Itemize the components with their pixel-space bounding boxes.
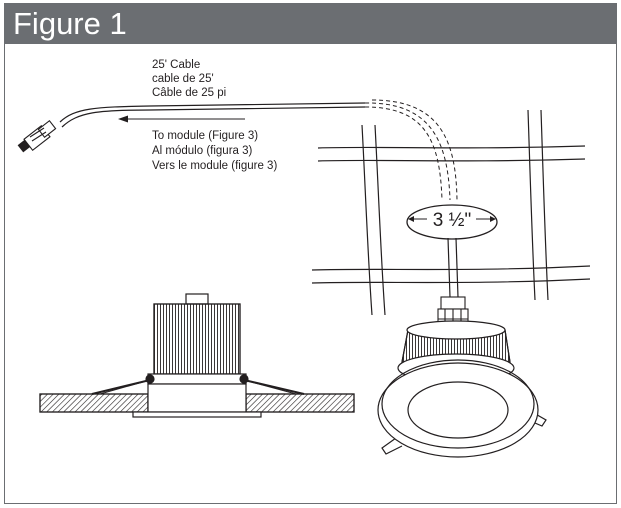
arrow-left-icon [118, 115, 245, 123]
fixture-side-view [39, 293, 355, 418]
figure-title: Figure 1 [13, 6, 127, 41]
cable-connector-icon [17, 119, 57, 153]
module-label-fr: Vers le module (figure 3) [152, 160, 277, 172]
cable-label-es: cable de 25' [152, 73, 214, 85]
cutout-dimension-label: 3 ½" [433, 210, 471, 231]
cutout-hole: 3 ½" [406, 204, 498, 240]
cable-label-fr: Câble de 25 pi [152, 87, 226, 99]
ceiling-grid [311, 109, 591, 316]
figure-frame: Figure 1 [4, 3, 617, 504]
fixture-perspective-view [377, 320, 547, 458]
module-label-en: To module (Figure 3) [152, 130, 258, 142]
figure-header: Figure 1 [5, 4, 616, 44]
module-label-es: Al módulo (figura 3) [152, 145, 253, 157]
cable [59, 99, 459, 298]
cable-label-en: 25' Cable [152, 59, 200, 71]
